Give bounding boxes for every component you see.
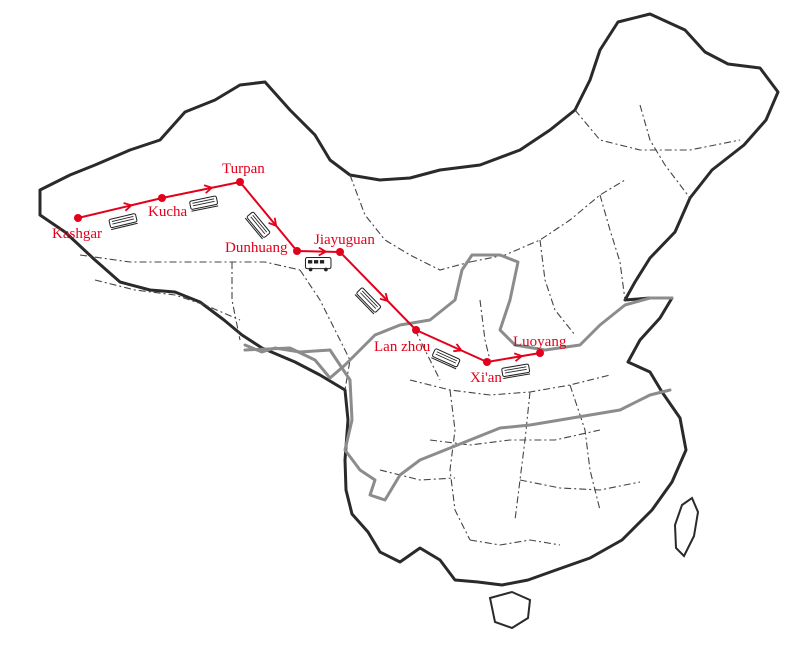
city-marker-luoyang — [536, 349, 544, 357]
bus-icon — [304, 257, 332, 272]
hainan-island — [488, 590, 532, 630]
city-label-dunhuang: Dunhuang — [225, 240, 288, 256]
taiwan-island — [673, 496, 700, 558]
route-arrow-icon — [123, 202, 134, 212]
city-marker-dunhuang — [293, 247, 301, 255]
rivers — [243, 253, 674, 502]
route-segment-jiayuguan-lanzhou — [339, 251, 417, 331]
route-arrow-icon — [203, 184, 214, 194]
route-segment-turpan-dunhuang — [239, 181, 298, 252]
city-marker-turpan — [236, 178, 244, 186]
route-segment-kashgar-kucha — [77, 197, 163, 219]
train-icon — [108, 212, 139, 231]
city-label-kashgar: Kashgar — [52, 226, 102, 242]
city-marker-kucha — [158, 194, 166, 202]
train-icon — [188, 195, 219, 212]
route-arrow-icon — [379, 292, 389, 303]
route-segment-dunhuang-jiayuguan — [296, 250, 341, 253]
route-arrow-icon — [268, 217, 278, 228]
city-label-jiayuguan: Jiayuguan — [314, 232, 375, 248]
city-marker-kashgar — [74, 214, 82, 222]
city-label-lanzhou: Lan zhou — [374, 339, 431, 355]
country-border — [38, 12, 780, 587]
yangtze-river — [243, 343, 672, 502]
city-marker-lanzhou — [412, 326, 420, 334]
provincial-borders — [79, 104, 741, 546]
yellow-river — [243, 253, 674, 380]
city-label-xian: Xi'an — [470, 370, 502, 386]
route-segment-kucha-turpan — [161, 181, 241, 199]
city-marker-xian — [483, 358, 491, 366]
route-segment-lanzhou-xian — [415, 329, 488, 363]
city-label-luoyang: Luoyang — [513, 334, 567, 350]
city-marker-jiayuguan — [336, 248, 344, 256]
city-label-turpan: Turpan — [222, 161, 265, 177]
train-icon — [501, 363, 531, 379]
route-arrow-icon — [318, 246, 328, 257]
city-label-kucha: Kucha — [148, 204, 187, 220]
route-arrow-icon — [513, 352, 524, 362]
route-arrow-icon — [453, 343, 463, 353]
route-segment-xian-luoyang — [486, 352, 541, 363]
